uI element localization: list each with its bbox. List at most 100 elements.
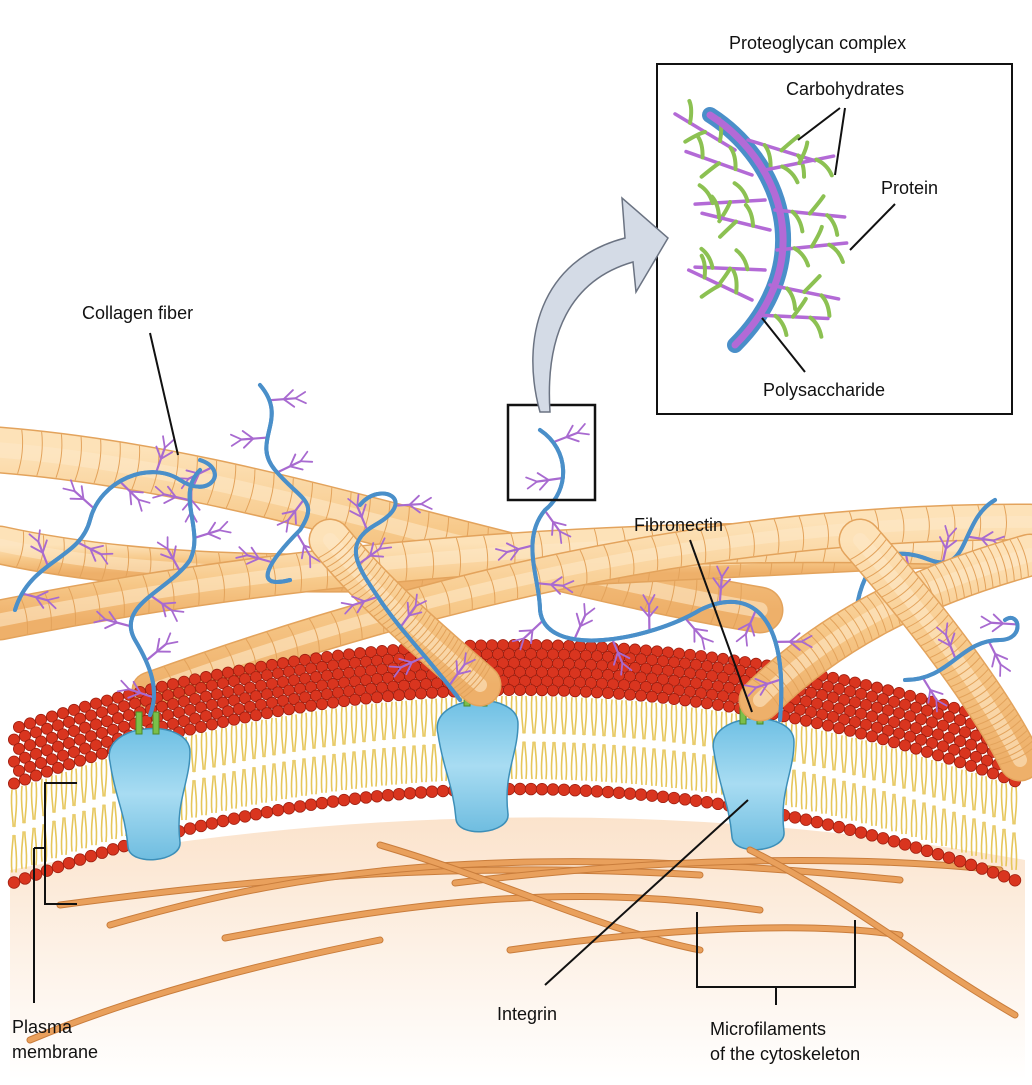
lipid-tail [611, 745, 613, 783]
lipid-head [536, 783, 548, 795]
lipid-head [195, 820, 207, 832]
lipid-tail [211, 730, 213, 768]
lipid-tail [105, 759, 107, 797]
lipid-tail [645, 702, 647, 740]
lipid-head [723, 701, 734, 712]
lipid-head [1009, 874, 1021, 886]
lipid-head [569, 686, 580, 697]
lipid-tail [975, 773, 977, 811]
lipid-head [52, 861, 64, 873]
proteoglycan-branch [166, 642, 177, 644]
lipid-tail [345, 707, 347, 745]
lipid-head [976, 863, 988, 875]
proteoglycan-branch [370, 556, 383, 557]
lipid-tail [665, 749, 667, 787]
lipid-tail [195, 780, 197, 818]
lipid-tail [961, 770, 963, 808]
lipid-head [426, 687, 437, 698]
lipid-tail [591, 698, 593, 736]
lipid-tail [321, 755, 323, 793]
lipid-tail [381, 748, 383, 786]
lipid-head [558, 685, 569, 696]
proteoglycan-branch [130, 491, 131, 504]
lipid-tail [591, 744, 593, 782]
lipid-tail [555, 742, 557, 780]
lipid-tail [271, 718, 273, 756]
lipid-tail [561, 742, 563, 780]
lipid-tail [291, 714, 293, 752]
lipid-head [635, 789, 647, 801]
label-proteoglycan-complex: Proteoglycan complex [729, 32, 906, 54]
proteoglycan-branch [457, 661, 458, 674]
lipid-head [8, 778, 19, 789]
proteoglycan-branch [208, 534, 220, 539]
proteoglycan-branch [105, 623, 117, 629]
lipid-tail [295, 714, 297, 752]
lipid-tail [421, 745, 423, 783]
lipid-tail [415, 745, 417, 783]
lipid-tail [671, 705, 673, 743]
lipid-tail [541, 696, 543, 734]
lipid-tail [65, 817, 67, 855]
proteoglycan-branch [936, 700, 937, 712]
lipid-tail [41, 779, 43, 817]
lipid-tail [831, 778, 833, 816]
lipid-tail [861, 740, 863, 778]
lipid-head [789, 812, 801, 824]
lipid-head [52, 762, 63, 773]
lipid-tail [851, 783, 853, 821]
integrin [109, 729, 190, 860]
lipid-tail [331, 708, 333, 746]
proteoglycan-branch [231, 435, 242, 440]
proteoglycan-branch [982, 617, 992, 623]
proteoglycan-branch [577, 614, 581, 627]
lipid-tail [95, 762, 97, 800]
proteoglycan-branch [164, 497, 176, 503]
lipid-head [932, 750, 943, 761]
lipid-tail [411, 745, 413, 783]
lipid-tail [891, 794, 893, 832]
lipid-tail [851, 738, 853, 776]
lipid-tail [575, 697, 577, 735]
lipid-head [250, 808, 262, 820]
lipid-tail [595, 744, 597, 782]
lipid-tail [545, 696, 547, 734]
proteoglycan-branch [577, 424, 585, 433]
proteoglycan-branch [290, 466, 303, 469]
lipid-tail [85, 765, 87, 803]
lipid-head [811, 717, 822, 728]
lipid-tail [631, 701, 633, 739]
lipid-head [987, 867, 999, 879]
proteoglycan-branch [1000, 664, 1010, 671]
lipid-tail [815, 728, 817, 766]
lipid-tail [565, 697, 567, 735]
proteoglycan-branch [528, 482, 537, 489]
lipid-tail [355, 751, 357, 789]
lipid-tail [375, 749, 377, 787]
proteoglycan-branch [991, 623, 1017, 625]
lipid-tail [305, 713, 307, 751]
proteoglycan-branch [284, 399, 295, 407]
lipid-tail [875, 788, 877, 826]
lipid-tail [221, 728, 223, 766]
lipid-tail [951, 812, 953, 850]
lipid-head [437, 785, 449, 797]
lipid-head [305, 799, 317, 811]
lipid-tail [391, 702, 393, 740]
lipid-head [525, 783, 537, 795]
lipid-head [613, 787, 625, 799]
lipid-head [888, 737, 899, 748]
proteoglycan-branch [130, 491, 143, 492]
label-plasma-membrane-line1: Plasma [12, 1016, 72, 1038]
lipid-tail [75, 769, 77, 807]
lipid-head [96, 748, 107, 759]
lipid-head [877, 734, 888, 745]
proteoglycan-branch [574, 616, 585, 640]
lipid-tail [11, 790, 13, 828]
lipid-head [668, 693, 679, 704]
lipid-tail [665, 704, 667, 742]
lipid-tail [1015, 787, 1017, 825]
lipid-tail [385, 703, 387, 741]
lipid-tail [991, 780, 993, 818]
lipid-tail [581, 698, 583, 736]
